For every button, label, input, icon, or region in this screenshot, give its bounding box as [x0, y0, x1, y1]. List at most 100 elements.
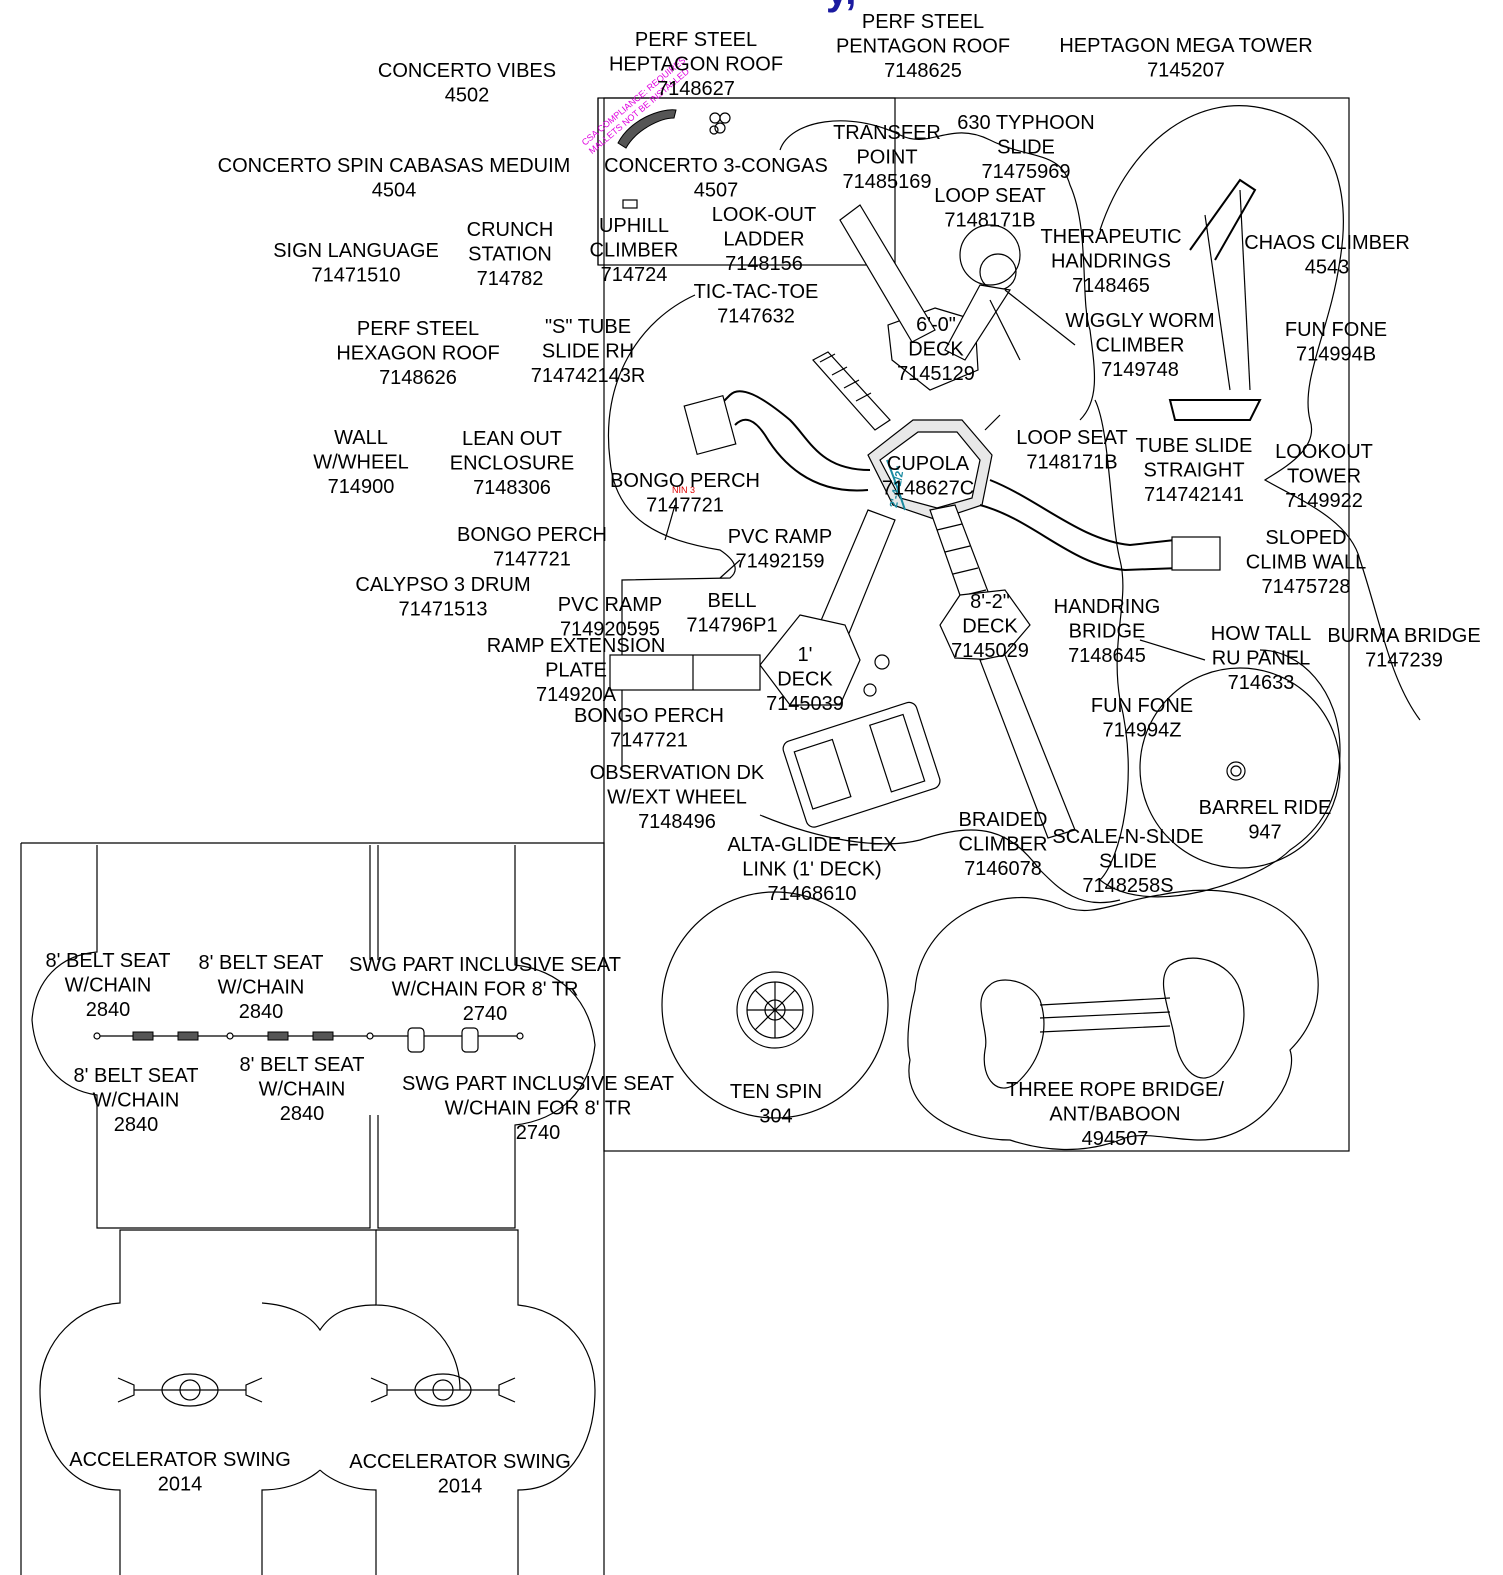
central-structure	[609, 178, 1262, 839]
label-line: 71468610	[768, 883, 857, 905]
label-line: BONGO PERCH	[610, 470, 760, 492]
label-line: W/CHAIN FOR 8' TR	[445, 1098, 632, 1120]
label-line: TUBE SLIDE	[1136, 435, 1253, 457]
label-heptagon-mega-tower: HEPTAGON MEGA TOWER 7145207	[1059, 35, 1312, 82]
label-line: W/CHAIN	[93, 1090, 180, 1112]
label-line: RAMP EXTENSION	[487, 635, 666, 657]
label-line: 714742143R	[531, 365, 646, 387]
label-line: 7145207	[1147, 60, 1225, 82]
label-swg-inclusive-seat-1: SWG PART INCLUSIVE SEAT W/CHAIN FOR 8' TR…	[349, 954, 621, 1025]
label-line: CONCERTO 3-CONGAS	[604, 155, 828, 177]
label-fun-fone-z: FUN FONE 714994Z	[1091, 695, 1193, 742]
label-line: 714900	[328, 476, 395, 498]
label-line: CLIMBER	[959, 834, 1048, 856]
label-line: 714796P1	[686, 615, 777, 637]
label-line: FUN FONE	[1285, 319, 1387, 341]
label-line: SLIDE	[997, 137, 1055, 159]
label-line: 7148156	[725, 253, 803, 275]
label-line: HEXAGON ROOF	[336, 343, 499, 365]
label-line: WALL	[334, 427, 388, 449]
label-line: 714724	[601, 264, 668, 286]
label-line: 2840	[280, 1103, 325, 1125]
label-line: ACCELERATOR SWING	[349, 1451, 571, 1473]
label-line: SWG PART INCLUSIVE SEAT	[349, 954, 621, 976]
label-line: 714742141	[1144, 484, 1244, 506]
label-line: PERF STEEL	[862, 11, 984, 33]
label-line: HANDRINGS	[1051, 251, 1171, 273]
label-line: CRUNCH	[467, 219, 554, 241]
label-line: SCALE-N-SLIDE	[1052, 826, 1203, 848]
label-line: 714920595	[560, 619, 660, 641]
label-line: 7147239	[1365, 650, 1443, 672]
label-line: 2740	[516, 1122, 561, 1144]
label-line: FUN FONE	[1091, 695, 1193, 717]
inclusive-seat-icon	[407, 1027, 425, 1053]
label-line: 7148465	[1072, 275, 1150, 297]
label-line: 714920A	[536, 684, 617, 706]
label-line: HANDRING	[1054, 596, 1161, 618]
label-sign-language: SIGN LANGUAGE 71471510	[273, 240, 439, 287]
label-line: 714994Z	[1103, 720, 1182, 742]
label-line: TEN SPIN	[730, 1081, 822, 1103]
barrel-ride-zone	[1139, 667, 1341, 869]
label-line: CUPOLA	[887, 453, 970, 475]
label-line: SLOPED	[1265, 527, 1346, 549]
label-line: 7147721	[493, 549, 571, 571]
label-line: W/WHEEL	[313, 452, 409, 474]
label-line: DECK	[777, 669, 833, 691]
label-line: HEPTAGON MEGA TOWER	[1059, 35, 1312, 57]
label-line: PVC RAMP	[558, 594, 662, 616]
label-line: UPHILL	[599, 215, 669, 237]
label-line: 2014	[438, 1476, 483, 1498]
ten-spin-zone	[661, 891, 889, 1119]
label-line: 71471513	[399, 599, 488, 621]
label-line: LADDER	[723, 229, 804, 251]
label-line: W/CHAIN FOR 8' TR	[392, 979, 579, 1001]
label-line: 6'-0"	[916, 314, 956, 336]
label-line: SIGN LANGUAGE	[273, 240, 439, 262]
label-line: SLIDE	[1099, 851, 1157, 873]
label-line: TRANSFER	[833, 122, 941, 144]
label-line: 4502	[445, 85, 490, 107]
label-line: 71471510	[312, 265, 401, 287]
label-line: 2840	[114, 1114, 159, 1136]
label-line: 71475728	[1262, 576, 1351, 598]
label-line: PERF STEEL	[635, 29, 757, 51]
accelerator-swing-icon	[117, 1373, 263, 1407]
swing-area	[20, 842, 605, 1575]
label-line: 714633	[1228, 672, 1295, 694]
label-line: BARREL RIDE	[1199, 797, 1332, 819]
label-line: PERF STEEL	[357, 318, 479, 340]
label-line: WIGGLY WORM	[1065, 310, 1214, 332]
label-line: 7148306	[473, 477, 551, 499]
label-line: CONCERTO VIBES	[378, 60, 556, 82]
label-line: BURMA BRIDGE	[1327, 625, 1480, 647]
label-line: LOOP SEAT	[934, 185, 1046, 207]
label-line: STRAIGHT	[1143, 460, 1244, 482]
label-line: 8' BELT SEAT	[240, 1054, 365, 1076]
label-line: ENCLOSURE	[450, 453, 574, 475]
label-line: TIC-TAC-TOE	[694, 281, 819, 303]
label-line: CHAOS CLIMBER	[1244, 232, 1410, 254]
label-line: 7145029	[951, 640, 1029, 662]
